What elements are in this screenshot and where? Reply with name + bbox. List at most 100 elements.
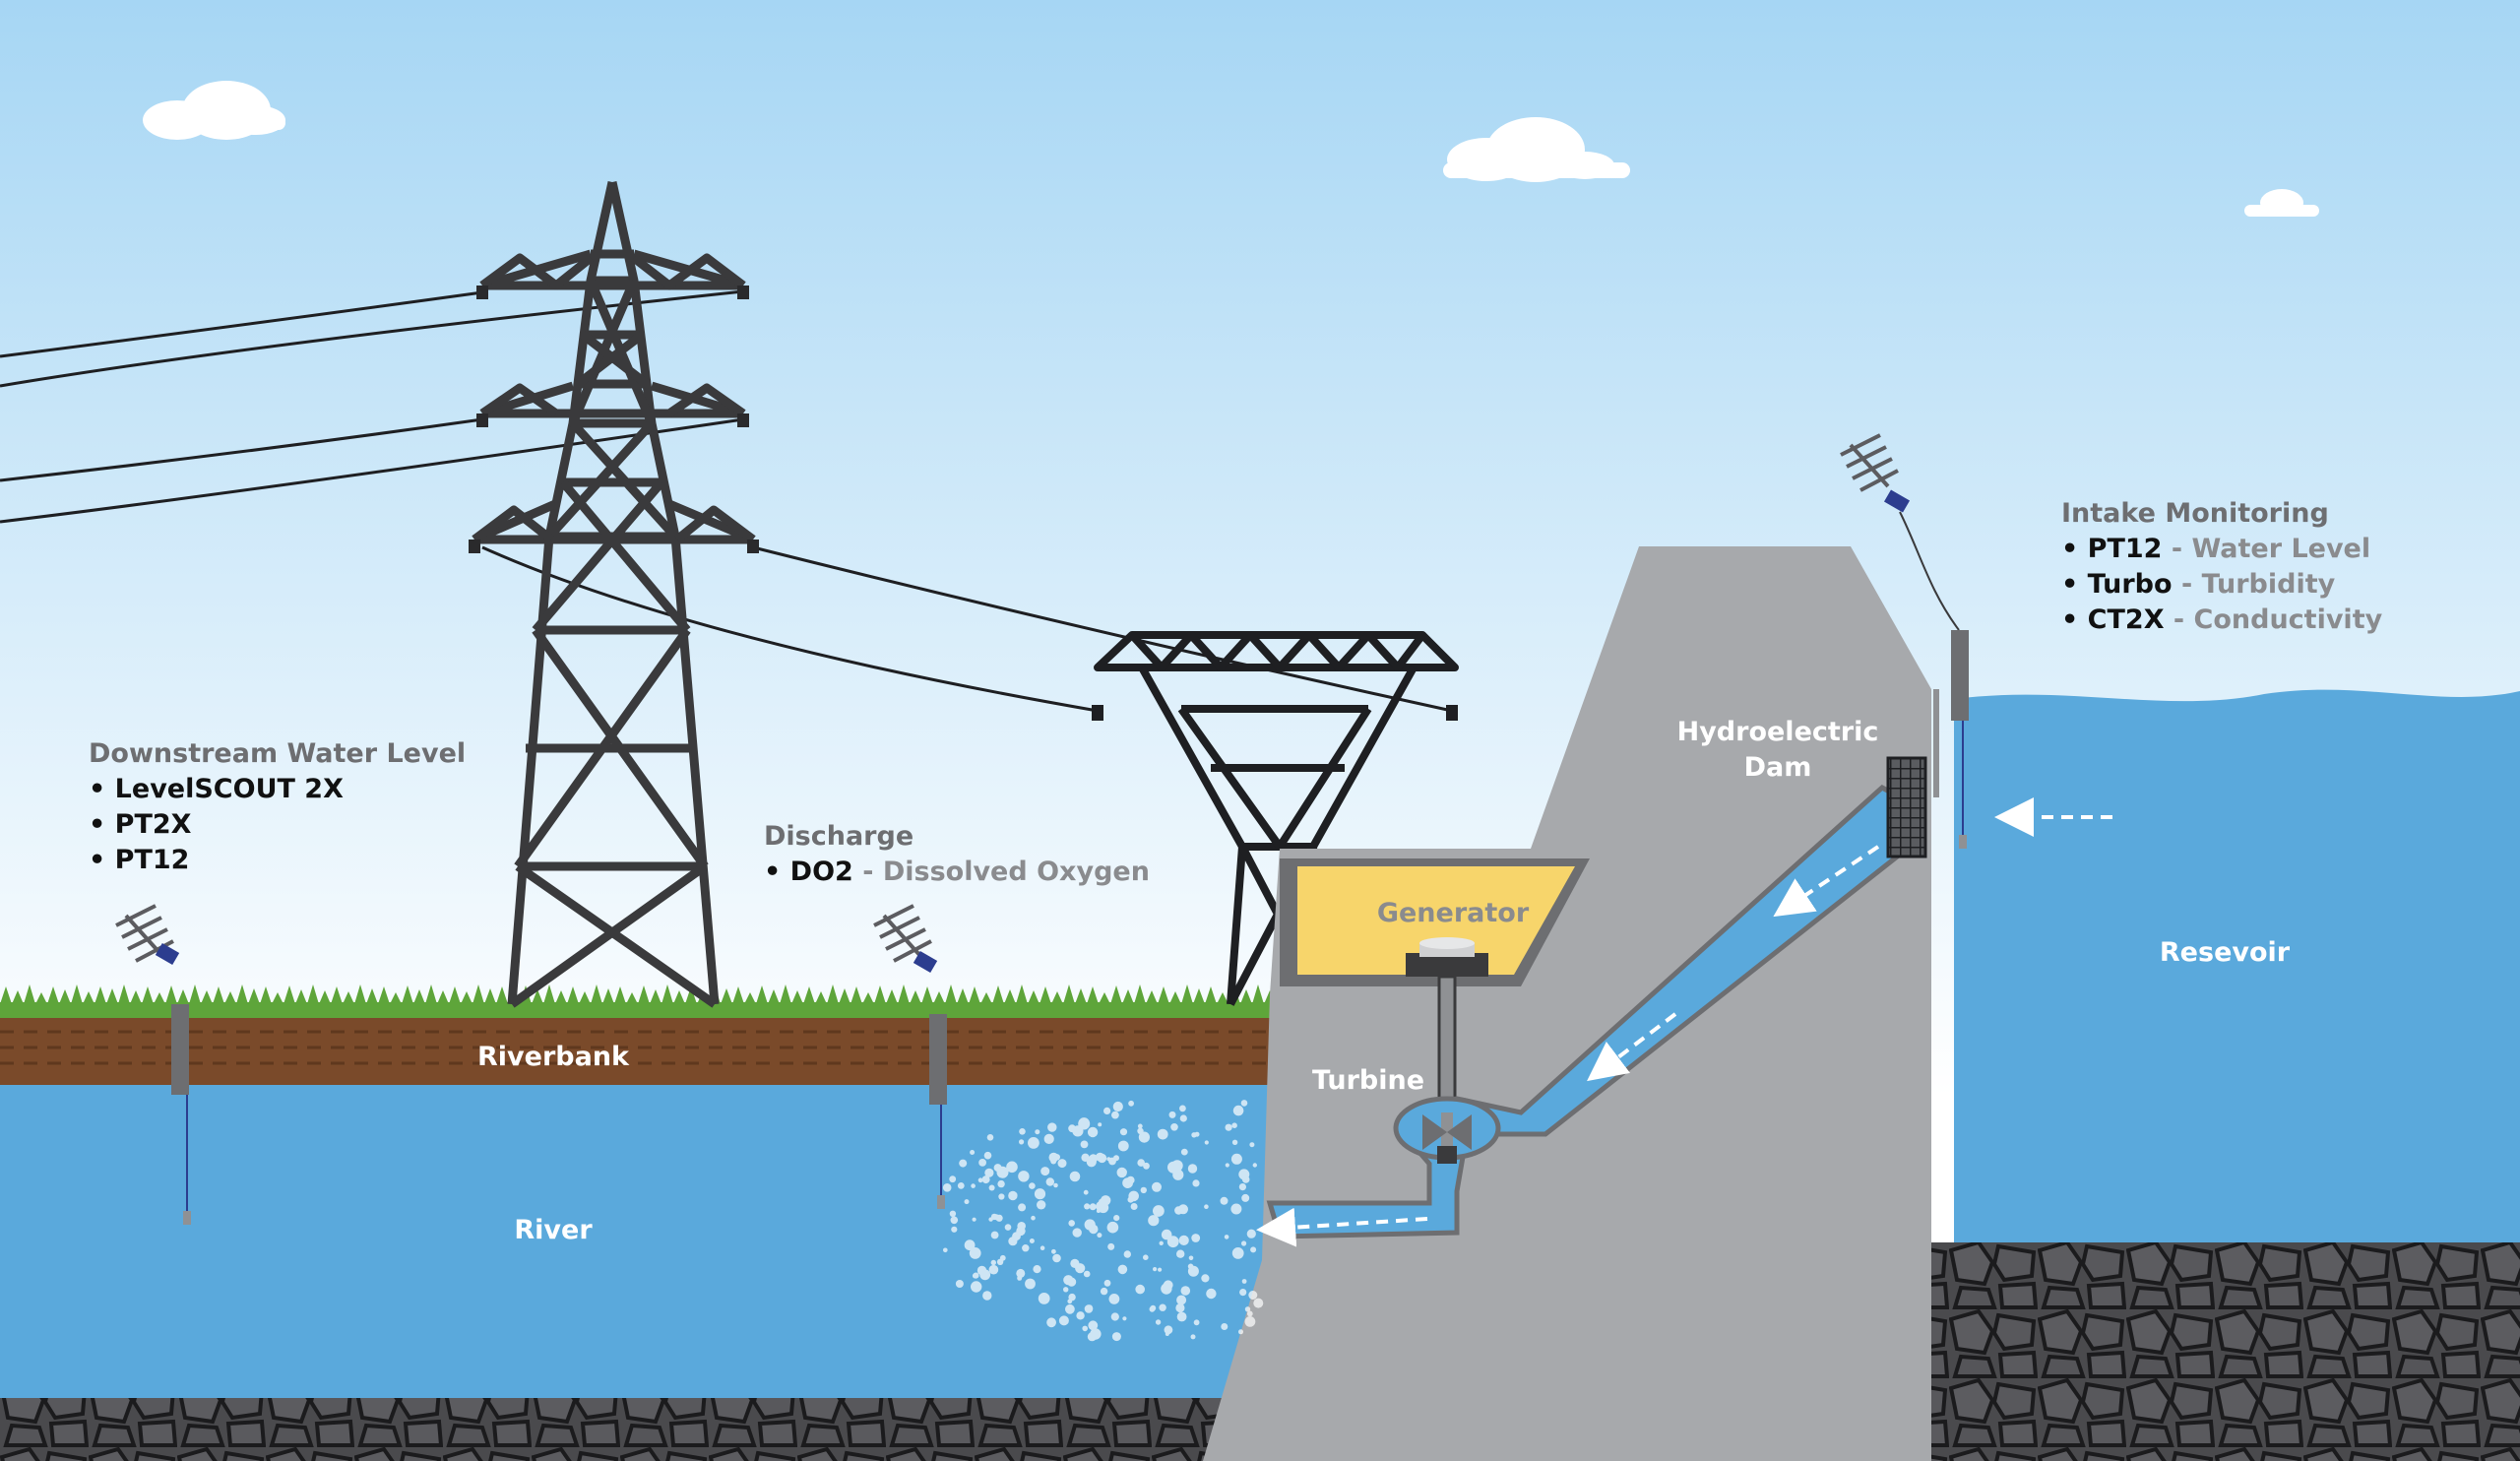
bubble (1159, 1240, 1164, 1246)
bubble (1165, 1332, 1169, 1336)
intake-panel: Intake Monitoring • PT12 - Water Level •… (2061, 496, 2382, 638)
sensor-probe (1933, 689, 1939, 797)
bubble (1220, 1196, 1228, 1205)
bubble (1022, 1244, 1030, 1252)
reservoir-label: Resevoir (2160, 937, 2291, 968)
bubble (1250, 1246, 1257, 1253)
solar-panel-icon (913, 950, 938, 974)
bubble (1246, 1310, 1253, 1317)
bubble (1238, 1169, 1250, 1180)
sensor-probe (183, 1211, 191, 1225)
bubble (1241, 1279, 1247, 1284)
bubble (1163, 1280, 1173, 1291)
bubble (1075, 1263, 1086, 1274)
discharge-bubbles (942, 1100, 1264, 1342)
bubble (1034, 1188, 1046, 1200)
bubble (1244, 1316, 1256, 1327)
river-water (0, 1083, 1299, 1398)
bubble (1176, 1311, 1187, 1322)
bubble (1101, 1195, 1111, 1206)
logger-tube (171, 1004, 189, 1095)
riverbank-label: Riverbank (477, 1042, 630, 1072)
bubble (950, 1216, 959, 1225)
bubble (1029, 1182, 1036, 1189)
bubble (1119, 1128, 1128, 1136)
bubble (1089, 1224, 1099, 1235)
bubble (1206, 1288, 1217, 1300)
bubble (1244, 1306, 1251, 1312)
bubble (969, 1247, 981, 1259)
bubble (1231, 1122, 1237, 1128)
riverbank-soil (0, 1014, 1270, 1085)
generator-housing (1297, 866, 1575, 975)
bubble (1241, 1193, 1250, 1202)
discharge-title: Discharge (764, 821, 914, 852)
bubble (1087, 1304, 1093, 1310)
bubble (1230, 1153, 1242, 1165)
bubble (1193, 1319, 1200, 1326)
bubble (1100, 1287, 1108, 1296)
bubble (1019, 1139, 1025, 1145)
bubble (970, 1150, 976, 1155)
bubble (1063, 1287, 1069, 1293)
bubble (1035, 1129, 1040, 1135)
dam-label-line1: Hydroelectric (1677, 717, 1879, 747)
bubble (1240, 1100, 1248, 1107)
bubble (996, 1258, 1004, 1266)
bubble (943, 1247, 948, 1253)
reservoir-bedrock (1929, 1242, 2520, 1461)
solar-panel-icon (155, 942, 180, 966)
bubble (1168, 1111, 1176, 1118)
bubble (1158, 1267, 1163, 1272)
bubble (1175, 1302, 1185, 1313)
bubble (1111, 1111, 1119, 1119)
bubble (1252, 1163, 1258, 1168)
bubble (1025, 1278, 1036, 1290)
bubble (1232, 1105, 1244, 1116)
bubble (1190, 1334, 1196, 1340)
bubble (1231, 1247, 1244, 1259)
bubble (1130, 1203, 1138, 1210)
bubble (1083, 1270, 1091, 1278)
bubble (1084, 1203, 1091, 1210)
bubble (1051, 1248, 1056, 1254)
bubble (1179, 1105, 1186, 1112)
bubble (1188, 1255, 1194, 1261)
bubble (1122, 1177, 1133, 1188)
bubble (1138, 1131, 1150, 1143)
bubble (1106, 1221, 1119, 1234)
downstream-item-name: PT2X (114, 809, 192, 840)
bubble (951, 1226, 958, 1233)
bubble (978, 1159, 986, 1167)
bubble (1016, 1268, 1026, 1278)
bubble (1043, 1133, 1054, 1144)
turbine-icon (1422, 1112, 1472, 1164)
bubble (971, 1281, 982, 1293)
bubble (1111, 1332, 1121, 1342)
bubble (1113, 1215, 1120, 1222)
bubble (1178, 1235, 1189, 1245)
bubble (1246, 1229, 1256, 1239)
bubble (1103, 1107, 1111, 1114)
bubble (1231, 1139, 1238, 1146)
bubble (990, 1231, 999, 1239)
bubble (1112, 1101, 1123, 1112)
bubble (1153, 1205, 1165, 1217)
river-label: River (514, 1215, 593, 1245)
bubble (1128, 1100, 1134, 1107)
bubble (1057, 1159, 1067, 1169)
bubble (1137, 1123, 1143, 1129)
logger-tube (1951, 630, 1969, 721)
intake-item: • PT12 - Water Level (2061, 534, 2371, 564)
bubble (1238, 1329, 1243, 1335)
bubble (1143, 1254, 1149, 1260)
bubble (1166, 1236, 1179, 1248)
bubble (1157, 1128, 1168, 1140)
cloud-icon (143, 81, 285, 140)
bubble (1180, 1286, 1191, 1296)
intake-title: Intake Monitoring (2061, 498, 2329, 529)
bubble (1063, 1275, 1074, 1286)
bubble (1053, 1182, 1058, 1188)
bubble (1037, 1200, 1046, 1210)
logger-tube (929, 1014, 947, 1105)
